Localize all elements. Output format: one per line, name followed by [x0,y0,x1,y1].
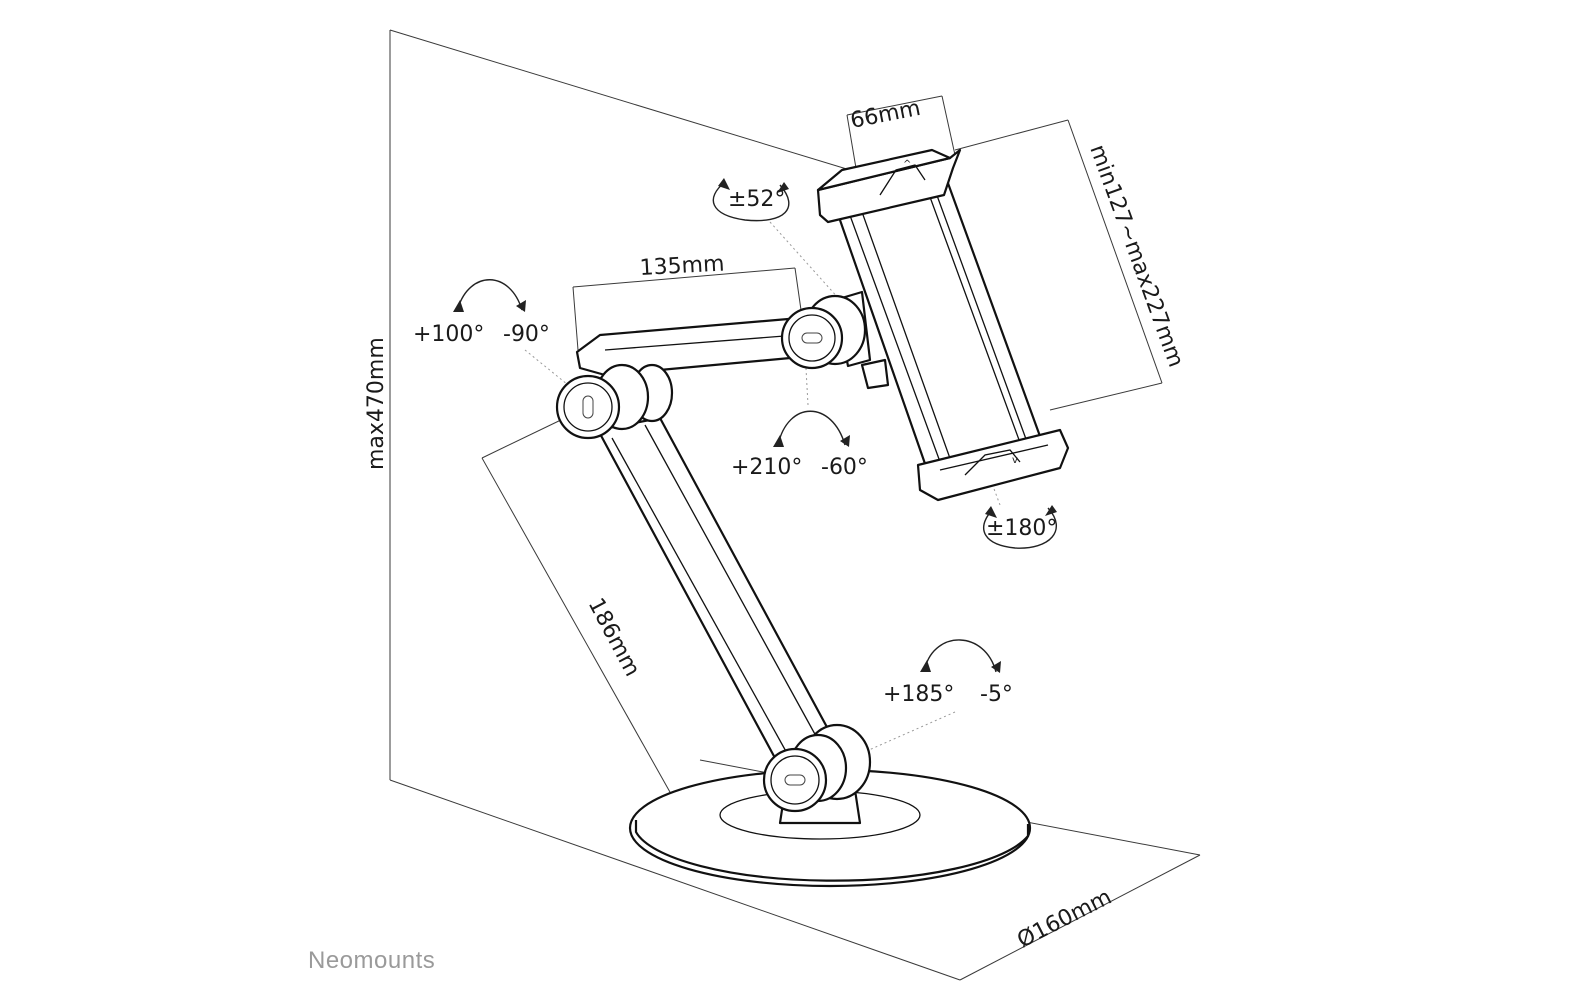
head-down-angle-label: -60° [821,455,868,480]
lower-arm-label: 186mm [583,594,645,681]
rotation-arrows [453,178,1058,673]
upper-arm-label: 135mm [639,252,725,281]
tablet-holder: ^ v [816,148,1070,502]
tilt-angle-label: ±52° [728,187,785,212]
base-down-angle-label: -5° [980,682,1013,707]
elbow-up-angle-label: +100° [413,322,484,347]
tablet-height-label: min127~max227mm [1084,142,1188,371]
angle-labels: ±52° +100° -90° +210° -60° ±180° +185° -… [413,187,1057,707]
tablet-width-label: 66mm [848,96,922,134]
base-joint [762,723,872,813]
down-arrow-icon: v [1012,455,1018,466]
base-diameter-label: Ø160mm [1013,885,1115,954]
total-height-label: max470mm [364,337,389,470]
head-joint [780,290,890,390]
elbow-joint [555,363,674,440]
brand-logo: Neomounts [308,947,435,974]
rotate-angle-label: ±180° [986,516,1057,541]
up-arrow-icon: ^ [903,159,911,170]
elbow-down-angle-label: -90° [503,322,550,347]
base-up-angle-label: +185° [883,682,954,707]
head-up-angle-label: +210° [731,455,802,480]
